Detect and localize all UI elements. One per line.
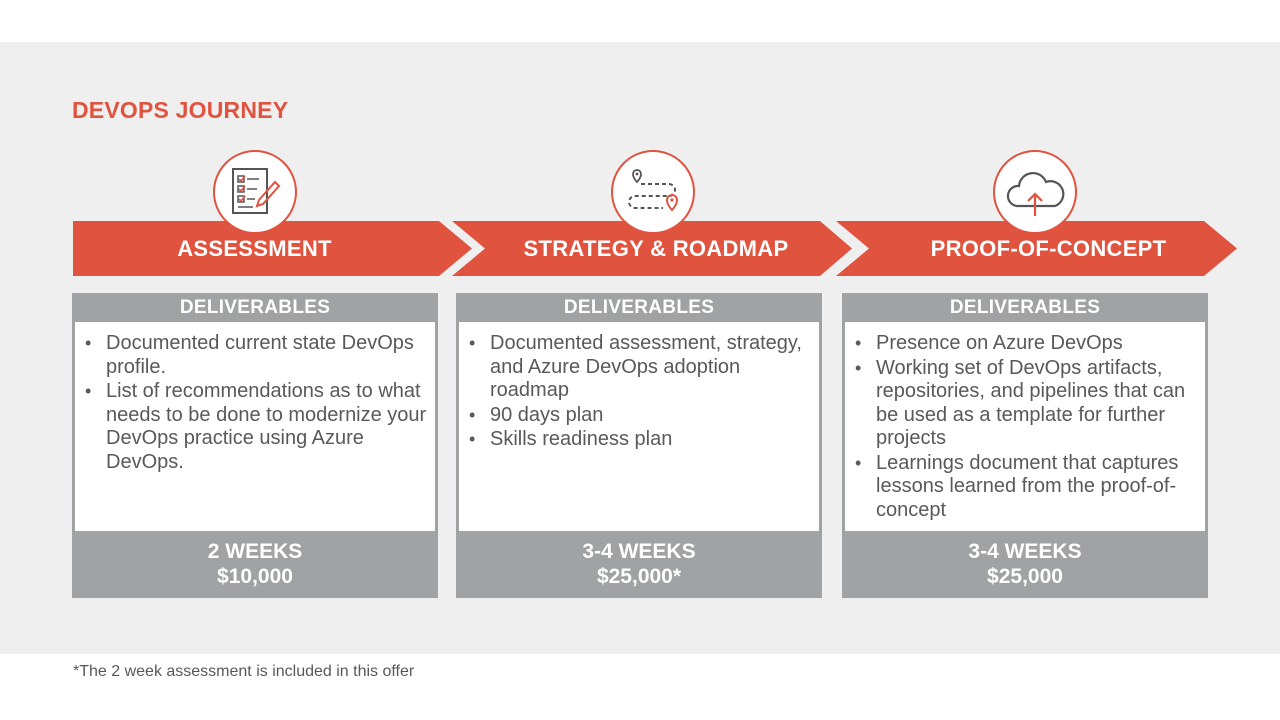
deliverables-list: Documented current state DevOps profile.… [83, 332, 427, 474]
route-map-icon [611, 150, 695, 234]
deliverables-list: Documented assessment, strategy, and Azu… [467, 332, 811, 452]
list-item: Skills readiness plan [467, 428, 811, 452]
deliverables-card-poc: DELIVERABLES Presence on Azure DevOps Wo… [842, 293, 1208, 598]
deliverables-body: Documented current state DevOps profile.… [75, 322, 435, 531]
deliverables-header: DELIVERABLES [563, 297, 715, 318]
checklist-pencil-icon [213, 150, 297, 234]
deliverables-body: Presence on Azure DevOps Working set of … [845, 322, 1205, 531]
cloud-upload-icon [993, 150, 1077, 234]
deliverables-header: DELIVERABLES [179, 297, 331, 318]
price: $25,000 [987, 565, 1063, 588]
list-item: List of recommendations as to what needs… [83, 380, 427, 474]
deliverables-body: Documented assessment, strategy, and Azu… [459, 322, 819, 531]
duration: 3-4 WEEKS [582, 540, 696, 563]
duration: 2 WEEKS [207, 540, 303, 563]
deliverables-card-assessment: DELIVERABLES Documented current state De… [72, 293, 438, 598]
stage-label: STRATEGY & ROADMAP [523, 235, 789, 261]
deliverables-list: Presence on Azure DevOps Working set of … [853, 332, 1197, 522]
deliverables-header: DELIVERABLES [949, 297, 1101, 318]
card-footer: 2 WEEKS $10,000 [72, 535, 438, 595]
page-title: DEVOPS JOURNEY [72, 97, 289, 123]
list-item: 90 days plan [467, 404, 811, 428]
list-item: Documented assessment, strategy, and Azu… [467, 332, 811, 403]
footnote: *The 2 week assessment is included in th… [73, 663, 415, 680]
card-footer: 3-4 WEEKS $25,000 [842, 535, 1208, 595]
deliverables-card-strategy: DELIVERABLES Documented assessment, stra… [456, 293, 822, 598]
list-item: Documented current state DevOps profile. [83, 332, 427, 379]
price: $25,000* [596, 565, 682, 588]
duration: 3-4 WEEKS [968, 540, 1082, 563]
price: $10,000 [217, 565, 293, 588]
card-footer: 3-4 WEEKS $25,000* [456, 535, 822, 595]
list-item: Presence on Azure DevOps [853, 332, 1197, 356]
list-item: Working set of DevOps artifacts, reposit… [853, 357, 1197, 451]
stage-label: PROOF-OF-CONCEPT [930, 235, 1167, 261]
stage-label: ASSESSMENT [177, 235, 332, 261]
list-item: Learnings document that captures lessons… [853, 452, 1197, 523]
